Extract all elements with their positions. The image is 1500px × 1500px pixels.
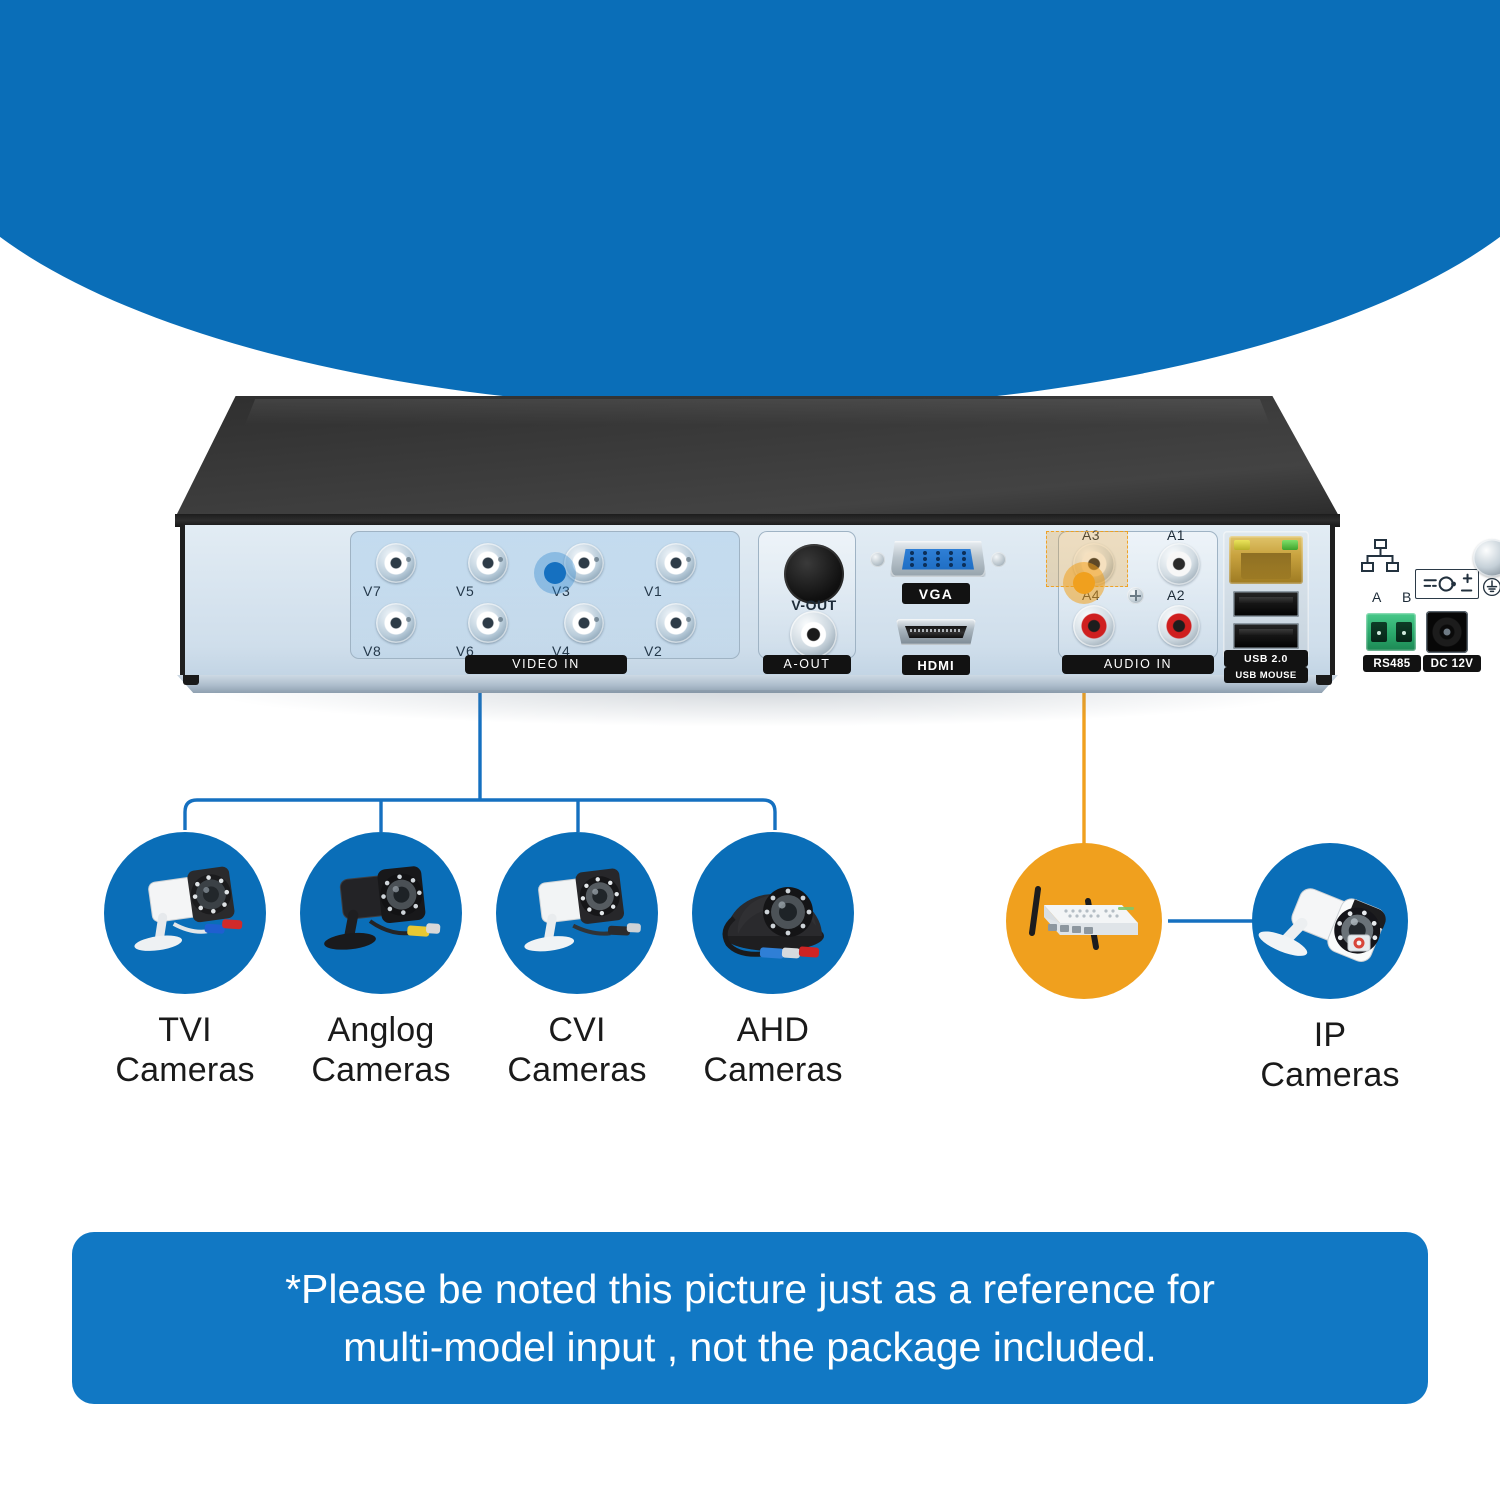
dvr-foot-right [1316,675,1332,685]
port-label-v1: V1 [644,583,663,599]
bnc-port-v5[interactable] [468,543,508,583]
vga-pin [962,562,967,567]
vga-pin [949,556,954,561]
vga-pin [935,556,940,561]
bnc-port-v7[interactable] [376,543,416,583]
wire-video-bus [183,798,777,830]
port-label-v2: V2 [644,643,663,659]
lan-highlight-marker [1063,562,1105,604]
bnc-port-v2[interactable] [656,603,696,643]
vga-screw-right [991,552,1006,567]
port-label-a2: A2 [1167,587,1185,603]
cvi-node-label: CVI Cameras [507,1011,647,1090]
dc-polarity-icon [1415,569,1479,599]
video-in-label: VIDEO IN [465,655,627,675]
panel-screw-audio [1127,587,1144,604]
usb-port-upper[interactable] [1233,591,1299,617]
bullet-camera-black-icon [324,866,441,950]
disclaimer-banner: *Please be noted this picture just as a … [72,1232,1428,1404]
rs485-terminal-block[interactable] [1366,613,1416,651]
dvr-foot-left [183,675,199,685]
vga-port[interactable] [890,541,986,577]
v-out-label: V-OUT [791,597,837,613]
port-label-v8: V8 [363,643,382,659]
header-banner [0,0,1500,410]
vga-pin [949,562,954,567]
dvr-device: V7 V5 V3 V1 V8 V6 V4 V2 VIDEO IN V-OUT A… [175,396,1500,726]
usb-label-primary: USB 2.0 [1224,650,1308,667]
bnc-port-v1[interactable] [656,543,696,583]
earth-ground-icon [1482,577,1500,597]
ip-node-label: IP Cameras [1260,1016,1400,1095]
port-label-v5: V5 [456,583,475,599]
chassis-ground-screw [1473,539,1500,577]
bnc-port-v4[interactable] [564,603,604,643]
rj45-led-amber [1234,540,1250,550]
dvr-port-area: V7 V5 V3 V1 V8 V6 V4 V2 VIDEO IN V-OUT A… [180,525,1500,683]
rj45-ethernet-port[interactable] [1229,536,1303,584]
vga-pin [962,556,967,561]
vga-label: VGA [902,583,970,604]
tvi-node-label: TVI Cameras [115,1011,255,1090]
bnc-port-v6[interactable] [468,603,508,643]
dvr-lid-lip [175,514,1340,527]
rca-port-a4[interactable] [1073,605,1115,647]
video-in-highlight-marker [534,552,576,594]
vga-pin [922,556,927,561]
network-topology-icon [1360,539,1400,573]
port-label-a1: A1 [1167,527,1185,543]
dvr-reflection [215,690,1300,726]
rs485-label: RS485 [1363,655,1421,672]
vga-pin [935,562,940,567]
ahd-node-label: AHD Cameras [703,1011,843,1090]
rs485-terminal-a-label: A [1372,589,1382,605]
usb-label-secondary: USB MOUSE [1224,667,1308,683]
bullet-camera-white-icon [134,866,243,951]
rs485-terminal-a [1370,622,1387,642]
dc-power-label: DC 12V [1423,655,1481,672]
vga-pin-array [902,548,974,570]
dome-camera-black-icon [722,887,824,959]
bnc-port-v3[interactable] [564,543,604,583]
hdmi-slot [905,626,967,638]
rca-port-a1[interactable] [1158,543,1200,585]
bnc-port-v8[interactable] [376,603,416,643]
a-out-port[interactable] [790,611,837,658]
vga-screw-left [870,552,885,567]
vga-pin [922,551,927,556]
audio-in-label: AUDIO IN [1062,655,1214,675]
rca-port-a2[interactable] [1158,605,1200,647]
rs485-terminal-b-label: B [1402,589,1412,605]
v-out-port[interactable] [784,544,844,604]
video-in-marker-core [544,562,566,584]
rj45-slot [1241,553,1291,579]
vga-pin [922,562,927,567]
vga-pin [909,562,914,567]
rj45-led-green [1282,540,1298,550]
dvr-top-lid [175,396,1340,518]
anglog-node-label: Anglog Cameras [311,1011,451,1090]
vga-pin [935,551,940,556]
dc-power-jack[interactable] [1426,611,1468,653]
vga-pin [909,556,914,561]
vga-pin [962,551,967,556]
dvr-lid-highlight [244,399,1271,425]
dvr-base-edge [177,675,1338,693]
bullet-camera-white-icon [524,868,641,952]
dvr-rear-panel [180,525,1335,677]
hdmi-port[interactable] [896,619,976,645]
disclaimer-text: *Please be noted this picture just as a … [285,1265,1215,1370]
a-out-label: A-OUT [763,655,851,675]
usb-port-lower[interactable] [1233,623,1299,649]
port-label-v7: V7 [363,583,382,599]
rs485-terminal-b [1395,622,1412,642]
lan-marker-core [1073,572,1095,594]
vga-pin [949,551,954,556]
hdmi-label: HDMI [902,655,970,675]
bullet-camera-white-icon [1258,888,1386,962]
vga-pin [909,551,914,556]
port-label-v3: V3 [552,583,571,599]
wifi-router-icon [1029,886,1138,950]
